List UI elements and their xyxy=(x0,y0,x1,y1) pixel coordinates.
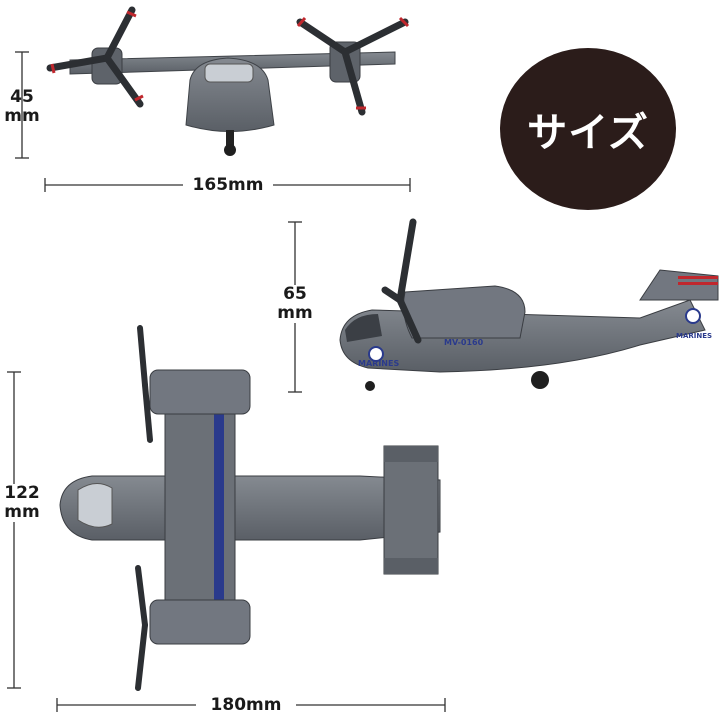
size-badge: サイズ xyxy=(500,48,676,210)
front-view-aircraft xyxy=(46,6,410,156)
front-width-label: 165mm xyxy=(183,176,273,195)
side-model-marking: MV-0160 xyxy=(444,338,484,347)
tail-marines-marking: MARINES xyxy=(676,332,713,340)
top-length-label: 180mm xyxy=(196,696,296,715)
side-marines-marking: MARINES xyxy=(358,359,400,368)
side-height-value: 65 xyxy=(283,284,307,304)
side-height-label: 65 mm xyxy=(270,285,320,323)
front-height-unit: mm xyxy=(4,106,40,126)
front-height-label: 45 mm xyxy=(0,88,44,126)
top-height-label: 122 mm xyxy=(0,484,44,522)
side-view-aircraft xyxy=(339,218,719,391)
size-badge-label: サイズ xyxy=(527,110,649,156)
side-height-unit: mm xyxy=(277,303,313,323)
top-height-unit: mm xyxy=(4,502,40,522)
top-height-value: 122 xyxy=(4,483,40,503)
front-height-value: 45 xyxy=(10,87,34,107)
top-view-aircraft xyxy=(59,325,441,691)
